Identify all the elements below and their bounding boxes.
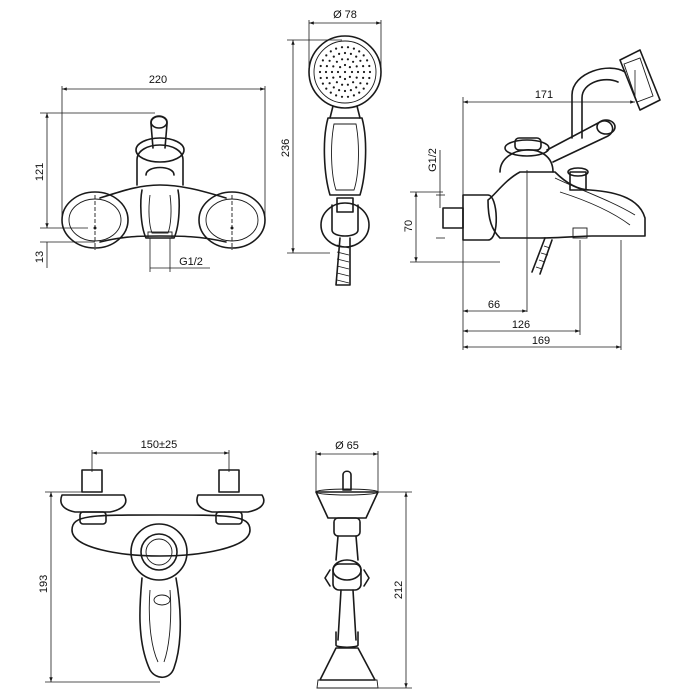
- spray-hole: [321, 59, 324, 62]
- spray-hole: [332, 76, 335, 79]
- spray-hole: [329, 50, 332, 53]
- dim-193-label: 193: [38, 575, 50, 593]
- dim-212-label: 212: [393, 581, 405, 599]
- spray-hole: [352, 94, 355, 97]
- dim-236-label: 236: [280, 139, 292, 157]
- spray-hole: [332, 55, 335, 58]
- spray-hole: [325, 76, 328, 79]
- spray-hole: [366, 82, 369, 85]
- spray-hole: [352, 47, 355, 50]
- dim-o78-label: Ø 78: [333, 9, 357, 21]
- spray-hole: [319, 64, 322, 68]
- spray-hole: [350, 70, 354, 74]
- spray-hole: [358, 91, 361, 94]
- spray-hole: [343, 77, 347, 81]
- spray-hole: [352, 60, 355, 63]
- spray-hole: [343, 70, 347, 74]
- spray-hole: [335, 60, 338, 63]
- spray-hole: [346, 58, 349, 61]
- thread-g12-label: G1/2: [179, 256, 203, 268]
- spray-hole: [343, 51, 347, 55]
- spray-hole: [346, 95, 350, 98]
- spray-hole: [355, 55, 358, 58]
- spray-hole: [359, 59, 362, 62]
- spray-hole: [325, 87, 328, 90]
- spray-hole: [324, 70, 328, 74]
- hand-shower-view: Ø 78 236: [280, 9, 382, 286]
- spray-hole: [348, 66, 351, 69]
- spray-hole: [368, 70, 372, 74]
- spray-hole: [332, 86, 335, 89]
- dim-70-label: 70: [403, 220, 415, 232]
- spray-hole: [352, 81, 355, 84]
- spray-hole: [330, 70, 334, 74]
- spray-hole: [329, 91, 332, 94]
- spray-hole: [346, 83, 349, 86]
- dim-o65-label: Ø 65: [335, 440, 359, 452]
- dim-126-label: 126: [512, 319, 530, 331]
- spray-hole: [325, 65, 328, 68]
- dim-66-label: 66: [488, 299, 500, 311]
- spray-hole: [339, 75, 342, 78]
- spray-hole: [362, 54, 365, 57]
- spray-hole: [368, 64, 371, 68]
- spray-hole: [355, 86, 358, 89]
- dim-150-label: 150±25: [141, 439, 178, 451]
- spray-hole: [340, 95, 344, 98]
- dim-13-label: 13: [34, 251, 46, 263]
- spray-hole: [356, 70, 360, 74]
- spray-hole: [335, 47, 338, 50]
- spray-hole: [340, 46, 344, 49]
- spray-hole: [328, 59, 331, 62]
- spray-hole: [359, 82, 362, 85]
- spray-hole: [325, 54, 328, 57]
- spray-hole: [346, 46, 350, 49]
- spray-hole: [318, 70, 322, 74]
- spray-hole: [328, 82, 331, 85]
- spray-hole: [341, 83, 344, 86]
- shower-holder-view: Ø 65 212: [315, 440, 412, 689]
- dim-169-label: 169: [532, 335, 550, 347]
- spray-hole: [343, 89, 347, 93]
- spray-hole: [355, 65, 358, 68]
- spray-hole: [349, 52, 352, 56]
- spray-hole: [362, 87, 365, 90]
- dim-220-label: 220: [149, 74, 167, 86]
- spray-hole: [343, 63, 347, 67]
- mixer-front-view: 220 121 13 G1/2: [34, 74, 266, 272]
- dim-171-label: 171: [535, 89, 553, 101]
- spray-hole: [358, 50, 361, 53]
- spray-hole: [362, 65, 365, 68]
- spray-hole: [366, 59, 369, 62]
- spray-hole: [349, 89, 352, 92]
- spray-hole: [332, 65, 335, 68]
- spray-hole: [368, 76, 371, 80]
- spray-hole: [319, 76, 322, 80]
- spray-hole: [355, 76, 358, 79]
- spray-hole: [321, 82, 324, 85]
- spray-hole: [362, 76, 365, 79]
- mixer-side-view: 171 G1/2 70 66 126 169: [403, 49, 661, 350]
- spray-hole: [362, 70, 366, 74]
- spray-hole: [341, 58, 344, 61]
- spray-hole: [348, 75, 351, 78]
- spray-hole: [338, 89, 341, 92]
- spray-hole: [336, 70, 340, 74]
- spray-hole: [339, 66, 342, 69]
- dim-121-label: 121: [34, 163, 46, 181]
- spray-hole: [335, 94, 338, 97]
- side-thread-label: G1/2: [427, 148, 439, 172]
- spray-hole: [338, 52, 341, 56]
- spray-hole: [335, 81, 338, 84]
- mixer-top-view: 150±25 193: [38, 439, 265, 683]
